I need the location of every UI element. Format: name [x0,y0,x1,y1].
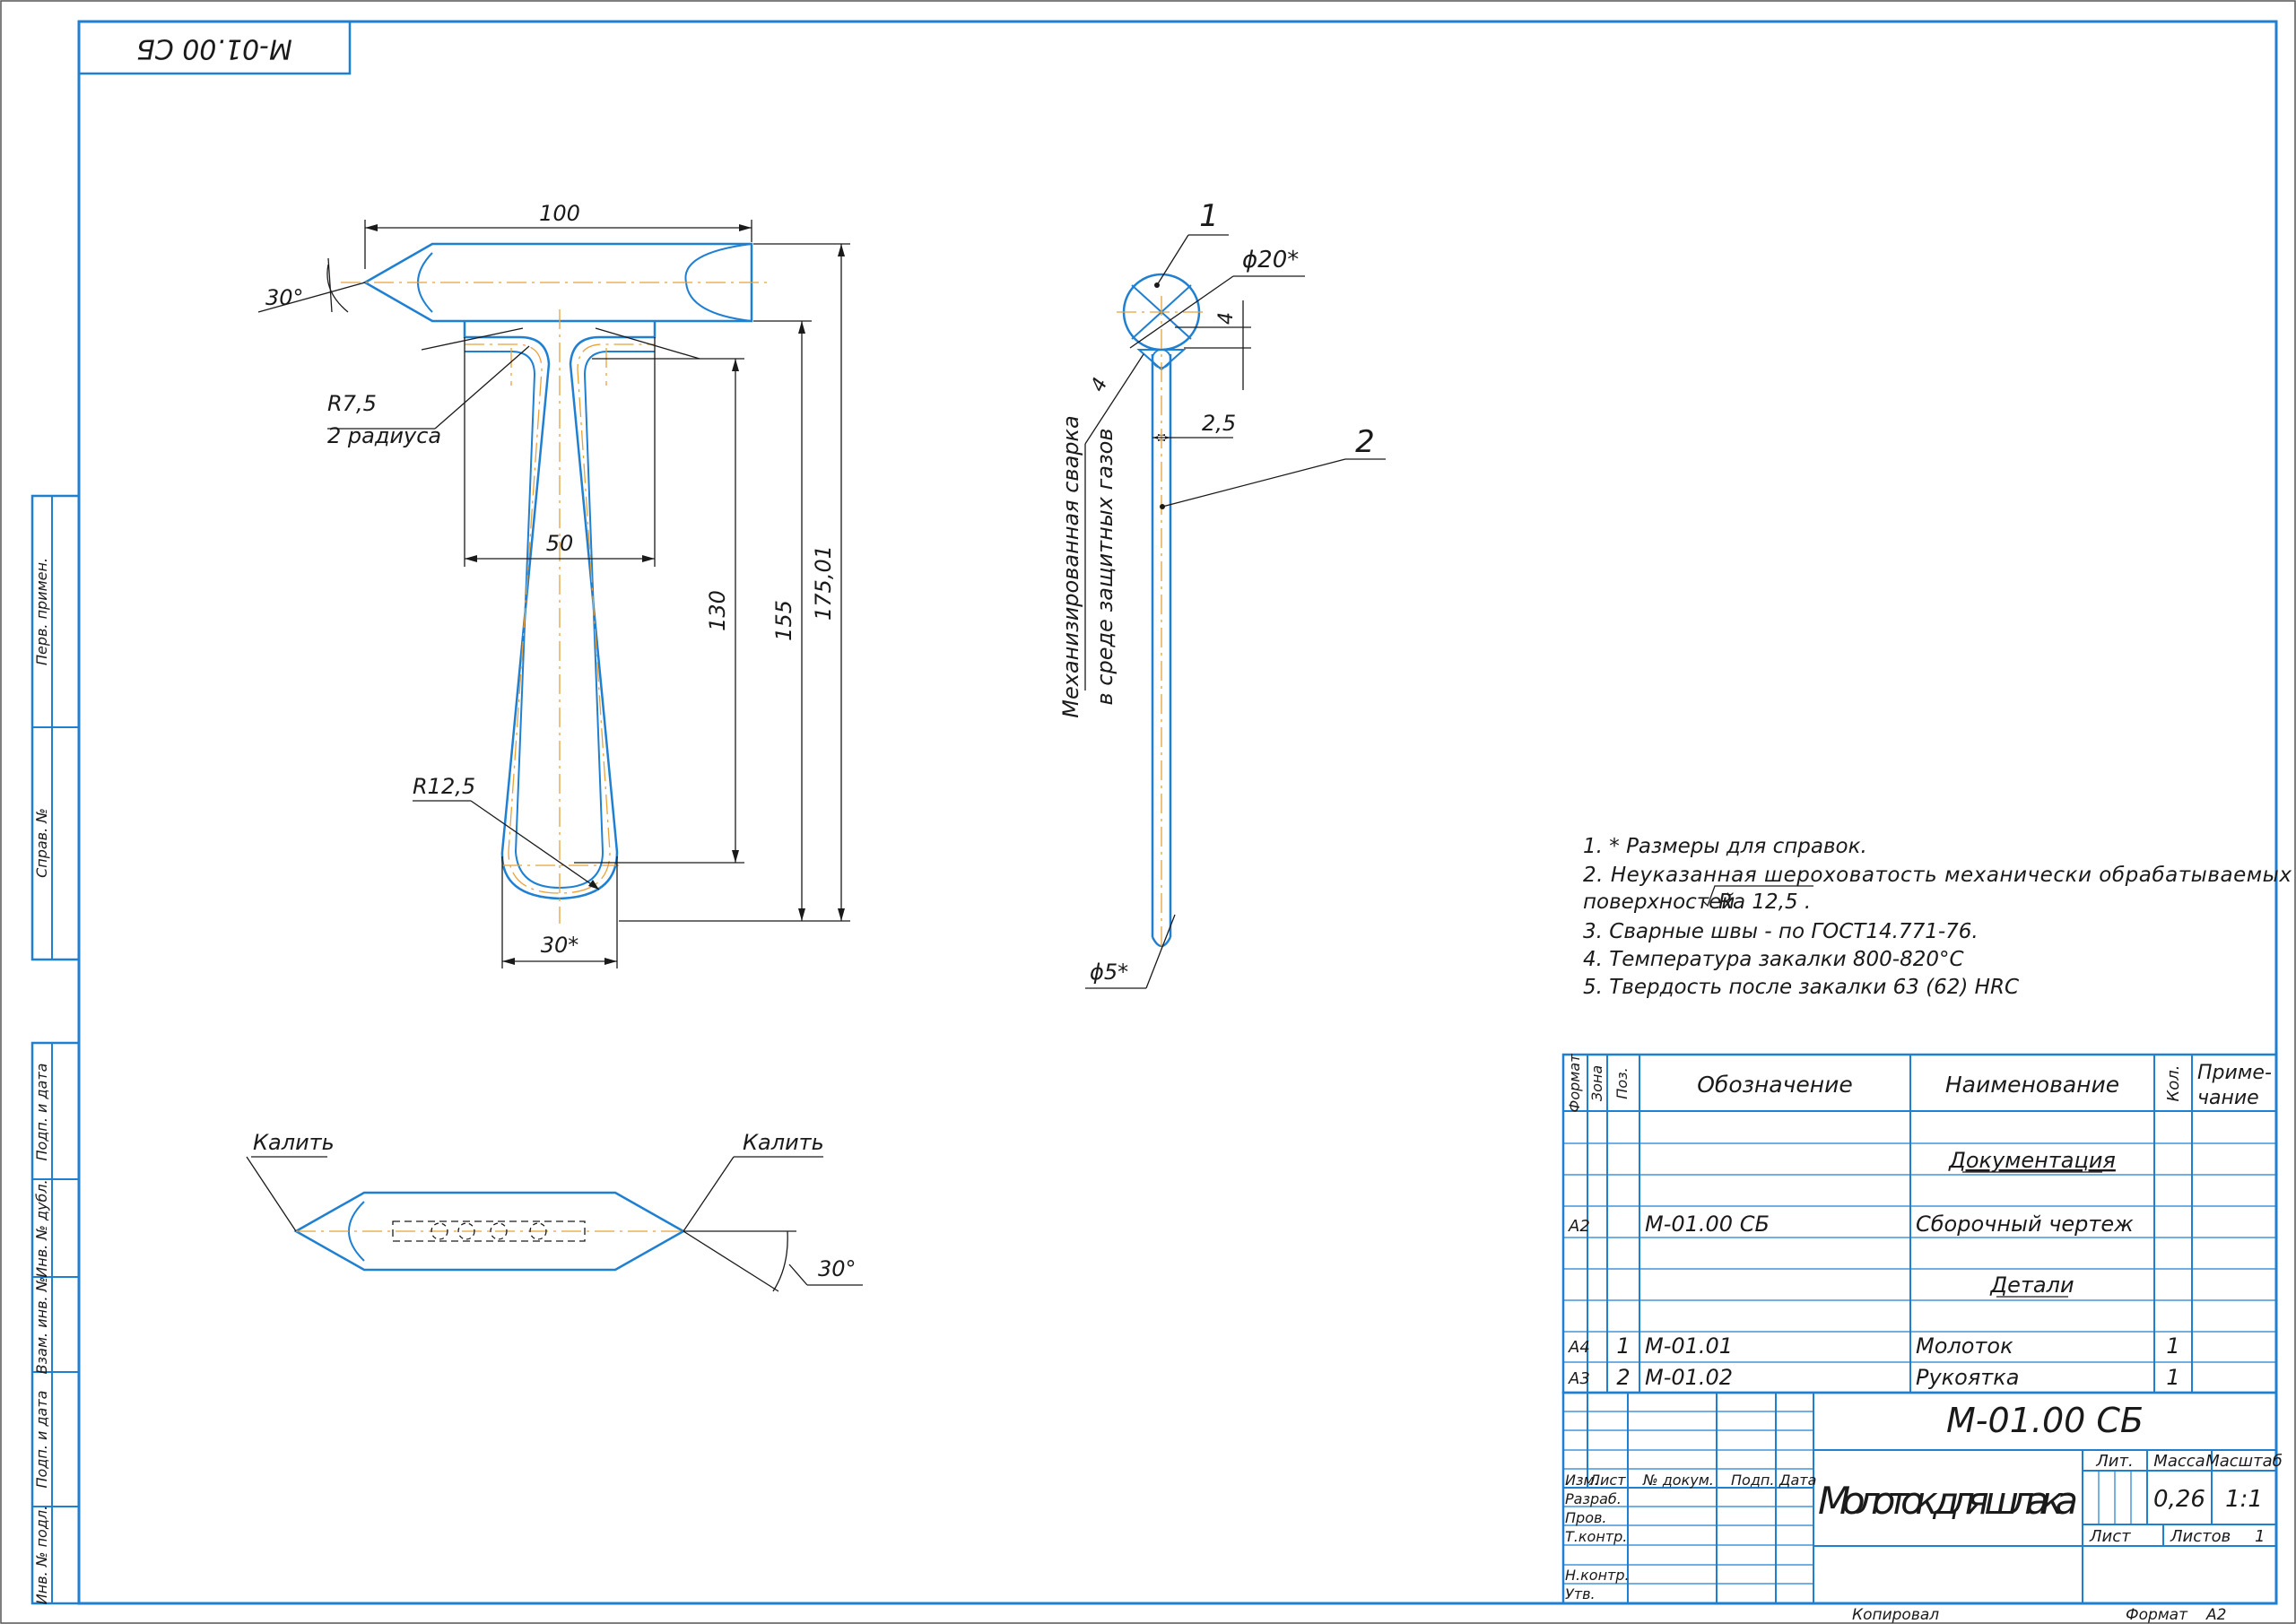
row2-pos: 1 [1616,1333,1630,1359]
row3-format: A3 [1568,1369,1590,1388]
scale-value: 1:1 [2225,1486,2263,1513]
stamp-inv-dubl: Инв. № дубл. [33,1179,50,1277]
row3-designation: М-01.02 [1645,1365,1733,1390]
stamp-podp-data-2: Подп. и дата [33,1391,50,1489]
role-nkontr: Н.контр. [1565,1567,1630,1584]
dim-r125: R12,5 [413,774,475,799]
section-documentation: Документация [1948,1148,2116,1173]
weld-note-line2: в среде защитных газов [1092,429,1118,706]
harden-left-label: Калить [253,1130,335,1155]
stamp-inv-podl: Инв. № подл. [33,1506,50,1604]
dim-130: 130 [705,590,730,631]
hdr-pos: Поз. [1613,1067,1631,1099]
sheet-label: Лист [2089,1527,2131,1546]
scale-label: Масштаб [2205,1452,2283,1471]
sheets-value: 1 [2255,1527,2265,1546]
hdr-designation: Обозначение [1697,1072,1852,1098]
note-2: 2. Неуказанная шероховатость механически… [1583,864,2292,887]
rotated-code-box: М-01.00 СБ [77,20,352,75]
dim-r75-note: 2 радиуса [327,423,441,448]
note-2-roughness: Ra 12,5 . [1718,890,1811,914]
hdr-name: Наименование [1945,1072,2119,1098]
dim-30star: 30* [541,933,579,958]
col-list: Лист [1588,1472,1626,1489]
hdr-zone: Зона [1588,1065,1605,1101]
row2-qty: 1 [2166,1333,2179,1359]
side-stamp-column: Перв. примен. Справ. № Подп. и дата Инв.… [30,494,81,1605]
stamp-perv-primen: Перв. примен. [33,558,50,665]
title-block: М-01.00 СБ Молоток для шлака Изм. Лист №… [1561,1391,2283,1624]
hdr-format: Формат [1566,1054,1583,1113]
stamp-vzam-inv: Взам. инв. № [33,1277,50,1375]
role-prov: Пров. [1565,1509,1607,1526]
note-1: 1. * Размеры для справок. [1583,835,1867,858]
rotated-code-text: М-01.00 СБ [136,33,292,65]
hdr-qty: Кол. [2164,1064,2183,1101]
row1-designation: М-01.00 СБ [1645,1211,1770,1237]
col-izm: Изм. [1565,1472,1599,1489]
pos-2: 2 [1355,424,1375,460]
row2-designation: М-01.01 [1645,1333,1733,1359]
dim-20star: ϕ20* [1242,247,1299,274]
section-parts: Детали [1989,1272,2074,1298]
dim-4-right: 4 [1215,312,1238,325]
row3-qty: 1 [2166,1365,2179,1390]
note-3: 3. Сварные швы - по ГОСТ14.771-76. [1583,920,1979,943]
format-label: Формат [2126,1606,2188,1624]
title-code: М-01.00 СБ [1946,1401,2144,1440]
row2-format: A4 [1568,1338,1590,1357]
hdr-note-2: чание [2197,1087,2259,1109]
note-4: 4. Температура закалки 800-820°С [1583,948,1964,971]
stamp-podp-data-1: Подп. и дата [33,1064,50,1161]
role-razrab: Разраб. [1565,1490,1622,1507]
copied-label: Копировал [1852,1606,1939,1624]
hammer-top-view: Калить Калить 30° [246,1130,863,1292]
row3-name: Рукоятка [1916,1365,2019,1390]
hammer-side-view: 1 ϕ20* 4 4 2,5 2 ϕ5* Механизированная св… [1058,198,1386,989]
row1-name: Сборочный чертеж [1916,1211,2134,1237]
pos-1: 1 [1199,198,1219,234]
spec-table: Формат Зона Поз. Обозначение Наименовани… [1561,1053,2278,1394]
col-dokum: № докум. [1642,1472,1714,1489]
row3-pos: 2 [1616,1365,1630,1390]
technical-notes: 1. * Размеры для справок. 2. Неуказанная… [1583,835,2292,999]
dim-50: 50 [546,531,574,556]
row1-format: A2 [1568,1217,1590,1236]
col-podp: Подп. [1731,1472,1774,1489]
dim-5star: ϕ5* [1090,960,1128,985]
dim-4-left: 4 [1087,375,1113,395]
col-data: Дата [1779,1472,1816,1489]
sheets-label: Листов [2170,1527,2231,1546]
role-utv: Утв. [1565,1585,1596,1602]
role-tkontr: Т.контр. [1565,1528,1627,1545]
dim-30deg-bottom: 30° [818,1256,857,1281]
dim-30deg-top: 30° [265,285,304,310]
dim-25: 2,5 [1202,411,1236,436]
dim-100: 100 [539,201,580,226]
dim-155: 155 [771,600,796,641]
hdr-note-1: Приме- [2197,1062,2272,1084]
dim-r75: R7,5 [327,391,377,416]
mass-label: Масса [2153,1452,2205,1471]
hammer-front-view: 100 30° R7,5 2 радиуса 50 130 155 [257,201,850,968]
dim-17501: 175,01 [811,545,836,621]
mass-value: 0,26 [2153,1486,2205,1513]
format-value: A2 [2205,1606,2226,1624]
lit-label: Лит. [2095,1452,2133,1471]
weld-note-line1: Механизированная сварка [1058,415,1083,717]
title-name: Молоток для шлака [1818,1479,2078,1523]
note-5: 5. Твердость после закалки 63 (62) HRC [1583,976,2019,999]
stamp-sprav: Справ. № [33,808,50,878]
row2-name: Молоток [1916,1333,2013,1359]
harden-right-label: Калить [743,1130,824,1155]
